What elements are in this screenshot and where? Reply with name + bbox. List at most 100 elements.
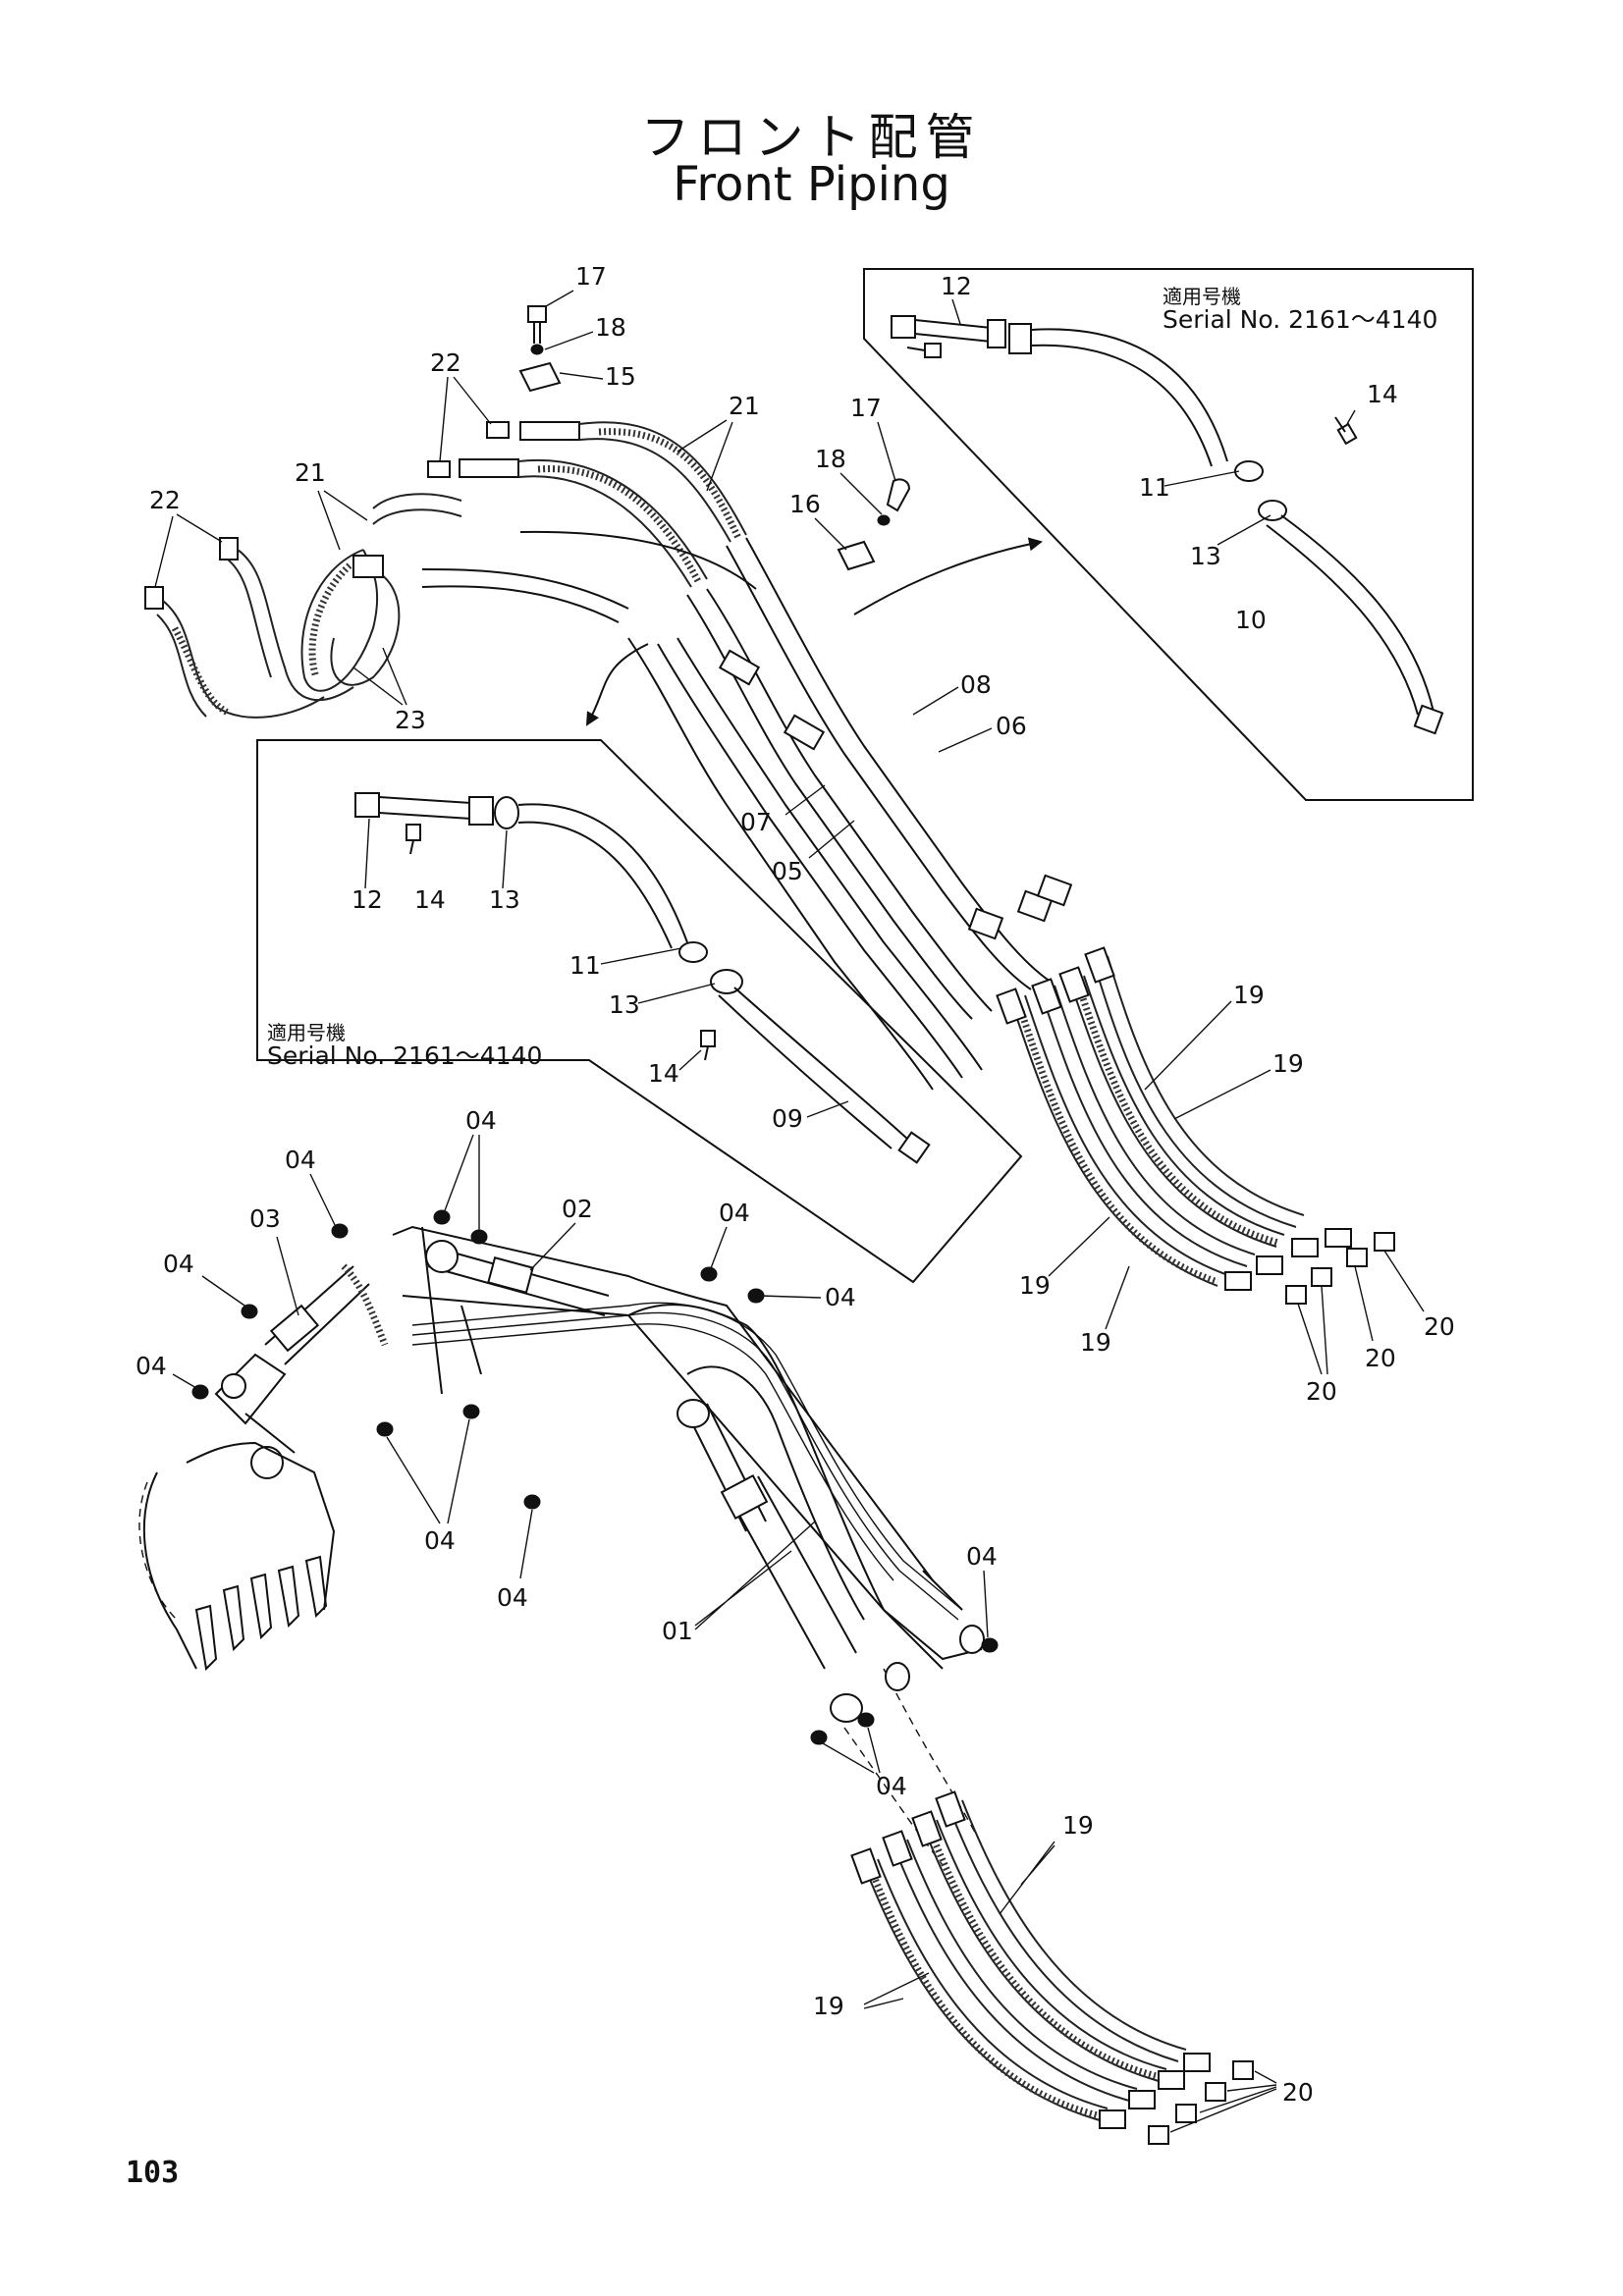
upper-flange-13 [987,319,1006,348]
hose-19-f [893,1839,1138,2102]
upper-callout-13: 13 [1190,542,1221,570]
fitting-22-a [486,421,510,439]
page-title-japanese: フロント配管 [640,109,983,166]
pipe-08 [706,588,993,1012]
clamp-b [783,714,826,751]
upper-flange-a [1234,460,1264,482]
coupler-a [967,907,1004,940]
lower-pipe-12 [378,796,472,820]
boom-cylinder-01 [726,1475,857,1670]
boom-piping-a [411,1302,963,1611]
callout-19-d: 19 [1080,1328,1111,1357]
boom-arm-assembly: 04 04 03 02 04 04 04 04 04 04 04 04 01 [135,1106,999,1866]
lower-callout-12: 12 [352,885,383,914]
fitting-20-l [1183,2053,1211,2072]
lower-pipe-09 [718,987,908,1149]
lower-inset-serial-number: Serial No. 2161～4140 [267,1041,543,1070]
fitting-20-e [1346,1248,1368,1267]
callout-23: 23 [395,706,426,734]
callout-17-top: 17 [575,262,607,291]
upper-inset-serial-label: 適用号機 Serial No. 2161～4140 [1163,285,1437,332]
callout-20-c: 20 [1306,1377,1337,1406]
hose-19-a [1010,994,1226,1287]
lower-flange-block [468,796,494,826]
hose-19-c-top [1058,966,1090,1003]
callout-04-e: 04 [163,1250,194,1278]
upper-flange-block [1008,323,1032,354]
upper-pipe-11 [1030,328,1228,462]
coupler-c [1036,874,1073,907]
callout-22-left: 22 [149,486,181,514]
pipe-upper-a [421,568,629,623]
callout-04-d: 04 [825,1283,856,1311]
right-hose-group: 19 19 19 19 20 20 20 [967,874,1455,1406]
arrow-to-lower-inset [585,643,649,726]
pipe-05 [676,637,983,1071]
callout-16: 16 [789,490,821,518]
page-title-english: Front Piping [673,157,950,212]
fitting-20-c [1291,1238,1319,1257]
callout-03: 03 [249,1204,281,1233]
hose-23-fitting [352,555,384,578]
hose-19-d-top [1084,946,1115,984]
hose-19-d [1093,955,1305,1228]
lower-inset-applicable-label: 適用号機 [267,1021,346,1044]
pipe-upper-b [519,530,757,590]
lower-inset-frame [256,739,1023,1284]
hose-21-a [578,421,747,543]
upper-callout-14: 14 [1367,380,1398,408]
callout-19-f: 19 [813,1992,844,2020]
clamp-16 [837,540,876,571]
hose-far-left-b [156,600,325,719]
lower-inset: 12 14 13 11 13 14 09 [256,739,1023,1284]
washer-18-mid [877,514,891,526]
callout-04-c: 04 [719,1199,750,1227]
hose-21-b [517,458,708,588]
upper-inset: 12 14 11 13 10 [863,268,1474,801]
callout-06: 06 [996,712,1027,740]
fitting-22-c [219,537,239,561]
hose-19-b-top [1031,978,1062,1015]
page-number: 103 [126,2156,180,2190]
lower-callout-09: 09 [772,1104,803,1133]
callout-19-e: 19 [1062,1811,1094,1840]
bolt-17-top [527,305,547,344]
hose-23-coil-a [300,549,379,692]
upper-pipe-12-nut [891,315,916,339]
hose-19-e [863,1858,1109,2121]
washer-18-top [530,344,544,355]
callout-04-f: 04 [135,1352,167,1380]
callout-01: 01 [662,1617,693,1645]
lower-flange-13 [494,796,519,829]
callout-02: 02 [562,1195,593,1223]
upper-pipe-10 [1266,514,1434,716]
upper-inset-applicable-label: 適用号機 [1163,285,1241,308]
bucket [142,1441,336,1670]
nuts-04 [191,1209,999,1745]
upper-inset-serial-number: Serial No. 2161～4140 [1163,305,1438,334]
callout-19-c: 19 [1019,1271,1051,1300]
upper-callout-10: 10 [1235,606,1267,634]
hose-19-h [947,1799,1187,2062]
hose-21-left [372,493,462,525]
callout-04-b: 04 [465,1106,497,1135]
pipe-07 [627,637,934,1091]
fitting-20-f [1374,1232,1395,1252]
upper-bolt-14-a [906,343,942,358]
arrow-to-upper-inset [853,537,1043,615]
fitting-20-o [1205,2082,1226,2102]
upper-callout-11: 11 [1139,473,1170,502]
callout-04-h: 04 [497,1583,528,1612]
boom-piping-c [411,1323,894,1581]
callout-20-b: 20 [1365,1344,1396,1372]
fitting-22-b [427,460,451,478]
clamp-a [718,649,761,686]
lower-callout-13: 13 [489,885,520,914]
hose-23-coil-b [330,568,401,686]
hose-19-c [1069,975,1285,1248]
fitting-20-a [1224,1271,1252,1291]
lower-callout-14b: 14 [648,1059,679,1088]
callout-04-i: 04 [966,1542,998,1571]
fitting-20-p [1232,2060,1254,2080]
callout-21-left: 21 [295,458,326,487]
